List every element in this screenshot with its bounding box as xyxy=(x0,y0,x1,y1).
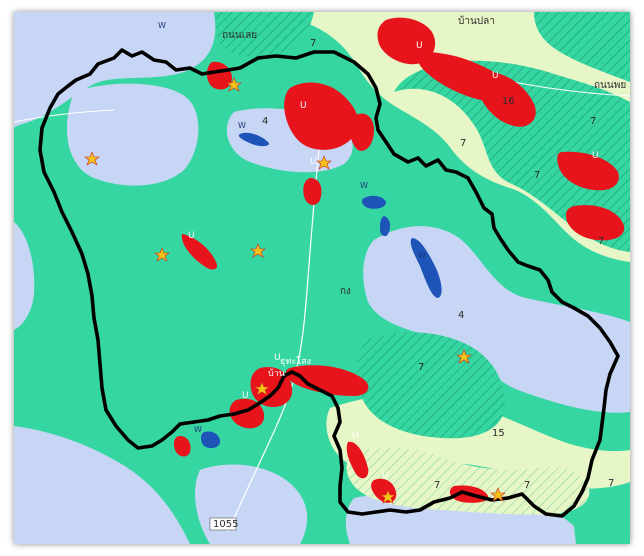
place-label-top-right: บ้านปลา xyxy=(458,15,495,27)
urban-mark: U xyxy=(242,391,249,401)
place-label-center: กง xyxy=(340,286,351,297)
zone-labels: 7 4 16 7 7 7 7 4 7 15 7 7 7 xyxy=(262,38,614,491)
zone-label-z7-center: 7 xyxy=(418,362,424,373)
urban-mark: U xyxy=(592,151,599,161)
zone-label-z7-right3: 7 xyxy=(598,236,604,247)
zone-label-z7-far: 7 xyxy=(608,478,614,489)
lake-west xyxy=(66,83,199,186)
zone-label-z7-southeast: 7 xyxy=(524,480,530,491)
urban-mark: U xyxy=(188,231,195,241)
urban-mark: U xyxy=(492,71,499,81)
zone-label-z7-right4: 7 xyxy=(590,116,596,127)
water-mark: W xyxy=(238,121,246,130)
zone-label-z7-right2: 7 xyxy=(534,170,540,181)
place-label-town-south-2: บ้าน xyxy=(268,368,285,379)
hatched-forest-east xyxy=(394,60,630,253)
zone-label-z7-top: 7 xyxy=(310,38,316,49)
land-use-map[interactable]: 7 4 16 7 7 7 7 4 7 15 7 7 7 U U U U U U U U U U W W W W W กง ธุทะ… xyxy=(14,12,630,544)
lake-north-west xyxy=(14,12,216,128)
lake-far-west xyxy=(14,222,35,330)
hatched-forest-north xyxy=(214,12,314,57)
zone-label-z7-bottom: 7 xyxy=(434,480,440,491)
zone-label-z4-bay: 4 xyxy=(458,310,464,321)
urban-mark: U xyxy=(352,431,359,441)
place-label-town-south: ธุทะโสง xyxy=(280,356,311,367)
ponds xyxy=(201,132,442,449)
lake-south-west xyxy=(14,426,190,544)
hatched-forest-southeast xyxy=(346,447,590,515)
poi-stars xyxy=(84,77,506,504)
urban-mark: U xyxy=(416,41,423,51)
water-mark: W xyxy=(194,425,202,434)
water-mark: W xyxy=(158,21,166,30)
water-mark: W xyxy=(360,181,368,190)
urban-mark: U xyxy=(382,471,389,481)
road-main xyxy=(227,107,325,533)
map-frame: 7 4 16 7 7 7 7 4 7 15 7 7 7 U U U U U U U U U U W W W W W กง ธุทะ… xyxy=(14,12,630,544)
water-mark: W xyxy=(418,251,426,260)
zone-label-z7-right1: 7 xyxy=(460,138,466,149)
zone-label-z15-south: 15 xyxy=(492,428,505,439)
urban-marks: U U U U U U U U U U xyxy=(188,41,599,481)
urban-mark: U xyxy=(310,157,317,167)
hatched-forest-center xyxy=(356,332,505,439)
urban-mark: U xyxy=(300,101,307,111)
place-label-road-ne: ถนนพย xyxy=(594,80,626,91)
zone-label-z16-right: 16 xyxy=(502,96,515,107)
place-label-road-nw: ถนนเลย xyxy=(222,30,257,41)
road-shield: 1055 xyxy=(209,517,238,531)
water-marks: W W W W W xyxy=(158,21,426,434)
zone-label-z4-top: 4 xyxy=(262,116,268,127)
hatched-forest-ne-corner xyxy=(534,12,630,82)
district-boundary xyxy=(38,48,620,518)
urban-mark: U xyxy=(274,353,281,363)
road-west xyxy=(14,109,115,123)
svg-text:1055: 1055 xyxy=(213,519,238,530)
